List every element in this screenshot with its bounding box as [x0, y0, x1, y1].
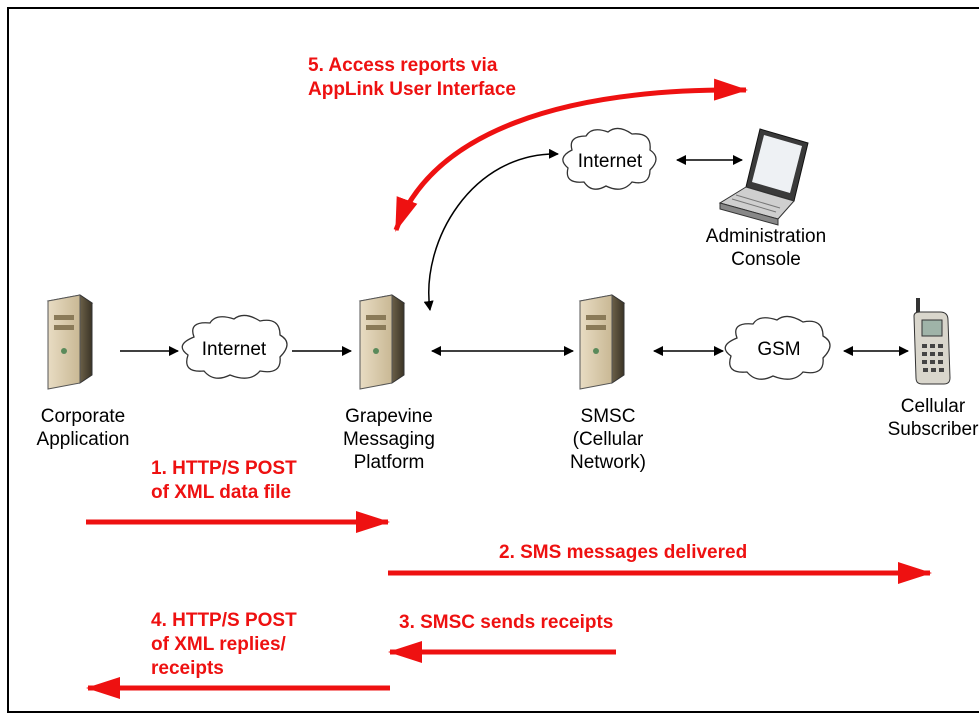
step1-label-2: of XML data file	[151, 482, 291, 503]
step4-label-3: receipts	[151, 658, 224, 679]
corporate-label-1: Corporate	[41, 406, 126, 427]
gsm-cloud: GSM	[724, 315, 831, 380]
grapevine-label-1: Grapevine	[345, 406, 433, 427]
laptop-icon	[718, 128, 809, 226]
cellular-label-2: Subscriber	[888, 419, 979, 440]
step5-label-1: 5. Access reports via	[308, 55, 498, 76]
cellular-label-1: Cellular	[901, 396, 966, 417]
internet-cloud-top-label: Internet	[578, 151, 643, 172]
corporate-label-2: Application	[37, 429, 130, 450]
cell-phone-icon	[913, 298, 951, 385]
admin-label-1: Administration	[706, 226, 826, 247]
step5-label-2: AppLink User Interface	[308, 79, 516, 100]
smsc-label-3: Network)	[570, 452, 646, 473]
smsc-server-icon	[578, 294, 626, 390]
smsc-label-1: SMSC	[581, 406, 636, 427]
smsc-label-2: (Cellular	[573, 429, 644, 450]
step2-label: 2. SMS messages delivered	[499, 542, 747, 563]
admin-label-2: Console	[731, 249, 801, 270]
grapevine-label-2: Messaging	[343, 429, 435, 450]
network-diagram: Internet Internet GSM Corporate Applicat…	[37, 55, 979, 699]
step4-label-1: 4. HTTP/S POST	[151, 610, 297, 631]
diagram-frame: Internet Internet GSM Corporate Applicat…	[7, 7, 979, 713]
internet-cloud-left: Internet	[181, 314, 288, 379]
step1-label-1: 1. HTTP/S POST	[151, 458, 297, 479]
grapevine-server-icon	[358, 294, 406, 390]
grapevine-label-3: Platform	[354, 452, 425, 473]
internet-cloud-top: Internet	[562, 127, 657, 190]
flow-arrow-step5	[393, 78, 748, 232]
gsm-cloud-label: GSM	[757, 339, 800, 360]
step3-label: 3. SMSC sends receipts	[399, 612, 613, 633]
corporate-server-icon	[46, 294, 94, 390]
connector-grapevine-internet	[423, 148, 559, 311]
step4-label-2: of XML replies/	[151, 634, 287, 655]
internet-cloud-left-label: Internet	[202, 339, 267, 360]
